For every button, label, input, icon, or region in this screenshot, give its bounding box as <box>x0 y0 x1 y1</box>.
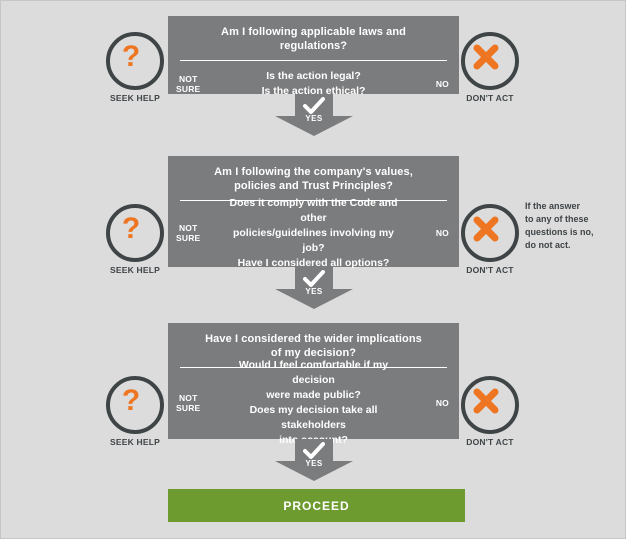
not-sure-label-1: NOT SURE <box>176 74 200 94</box>
divider <box>180 60 447 61</box>
dont-act-group-3[interactable]: DON'T ACT <box>447 376 533 447</box>
yes-arrow-2: YES <box>275 267 353 309</box>
svg-text:?: ? <box>122 384 140 417</box>
seek-help-group-2[interactable]: ? SEEK HELP <box>92 204 178 275</box>
not-sure-line1: NOT <box>178 223 198 233</box>
decision-box-2-questions: Does it comply with the Code and other p… <box>168 196 459 271</box>
decision-box-3: Have I considered the wider implications… <box>168 323 459 446</box>
dont-act-group-2[interactable]: DON'T ACT <box>447 204 533 275</box>
dont-act-caption: DON'T ACT <box>466 265 514 275</box>
seek-help-group-1[interactable]: ? SEEK HELP <box>92 32 178 103</box>
divider <box>180 200 447 201</box>
side-note: If the answer to any of these questions … <box>525 200 623 252</box>
question-mark-icon: ? <box>106 376 164 434</box>
question-line: policies/guidelines involving my job? <box>232 226 395 254</box>
check-icon <box>303 270 325 293</box>
check-icon <box>303 442 325 465</box>
check-icon <box>303 97 325 120</box>
yes-label-3: YES <box>305 459 323 468</box>
decision-box-2-header-line2: policies and Trust Principles? <box>234 180 393 192</box>
not-sure-label-3: NOT SURE <box>176 393 200 413</box>
note-line1: If the answer <box>525 201 581 211</box>
note-line4: do not act. <box>525 240 571 250</box>
decision-box-3-questions: Would I feel comfortable if my decision … <box>168 358 459 448</box>
note-line2: to any of these <box>525 214 589 224</box>
cross-icon <box>461 376 519 434</box>
question-line: Have I considered all options? <box>237 256 390 269</box>
svg-text:?: ? <box>122 212 140 245</box>
question-mark-icon: ? <box>106 204 164 262</box>
yes-arrow-3: YES <box>275 439 353 481</box>
seek-help-group-3[interactable]: ? SEEK HELP <box>92 376 178 447</box>
decision-box-3-body: NOT SURE Would I feel comfortable if my … <box>168 359 459 446</box>
not-sure-line2: SURE <box>176 84 201 94</box>
question-line: were made public? <box>266 388 361 401</box>
cross-icon <box>461 204 519 262</box>
not-sure-line2: SURE <box>176 233 201 243</box>
seek-help-caption: SEEK HELP <box>110 265 160 275</box>
proceed-banner[interactable]: PROCEED <box>168 489 465 522</box>
no-label-2: NO <box>435 228 449 238</box>
decision-box-1: Am I following applicable laws and regul… <box>168 16 459 97</box>
not-sure-line1: NOT <box>178 392 198 403</box>
decision-box-2-header: Am I following the company's values, pol… <box>168 156 459 201</box>
decision-box-1-header-text: Am I following applicable laws and regul… <box>221 26 406 52</box>
yes-label-1: YES <box>305 114 323 123</box>
question-line: Is the action legal? <box>266 70 361 82</box>
proceed-label: PROCEED <box>283 498 350 513</box>
no-label-3: NO <box>435 397 449 408</box>
decision-box-3-header-line1: Have I considered the wider implications <box>205 333 422 345</box>
dont-act-group-1[interactable]: DON'T ACT <box>447 32 533 103</box>
decision-box-3-header-line2: of my decision? <box>270 347 357 359</box>
dont-act-caption: DON'T ACT <box>466 93 514 103</box>
question-line: Does it comply with the Code and other <box>229 196 398 224</box>
question-line: Does my decision take all stakeholders <box>249 403 378 431</box>
decision-box-2-body: NOT SURE Does it comply with the Code an… <box>168 197 459 269</box>
seek-help-caption: SEEK HELP <box>110 93 160 103</box>
cross-icon <box>461 32 519 90</box>
decision-box-1-body: NOT SURE Is the action legal? Is the act… <box>168 61 459 107</box>
decision-box-2: Am I following the company's values, pol… <box>168 156 459 269</box>
yes-arrow-1: YES <box>275 94 353 136</box>
question-line: Is the action ethical? <box>261 85 366 97</box>
dont-act-caption: DON'T ACT <box>466 437 514 447</box>
no-label-1: NO <box>435 79 449 89</box>
svg-text:?: ? <box>122 40 140 73</box>
decision-box-2-header-line1: Am I following the company's values, <box>214 166 413 178</box>
note-line3: questions is no, <box>525 227 594 237</box>
divider <box>180 367 447 368</box>
not-sure-line2: SURE <box>176 402 201 413</box>
question-line: Would I feel comfortable if my decision <box>238 358 389 386</box>
decision-box-1-header: Am I following applicable laws and regul… <box>168 16 459 61</box>
question-mark-icon: ? <box>106 32 164 90</box>
decision-box-3-header: Have I considered the wider implications… <box>168 323 459 368</box>
seek-help-caption: SEEK HELP <box>110 437 160 447</box>
decision-box-1-questions: Is the action legal? Is the action ethic… <box>168 69 459 99</box>
not-sure-line1: NOT <box>178 74 198 84</box>
yes-label-2: YES <box>305 287 323 296</box>
not-sure-label-2: NOT SURE <box>176 223 200 243</box>
